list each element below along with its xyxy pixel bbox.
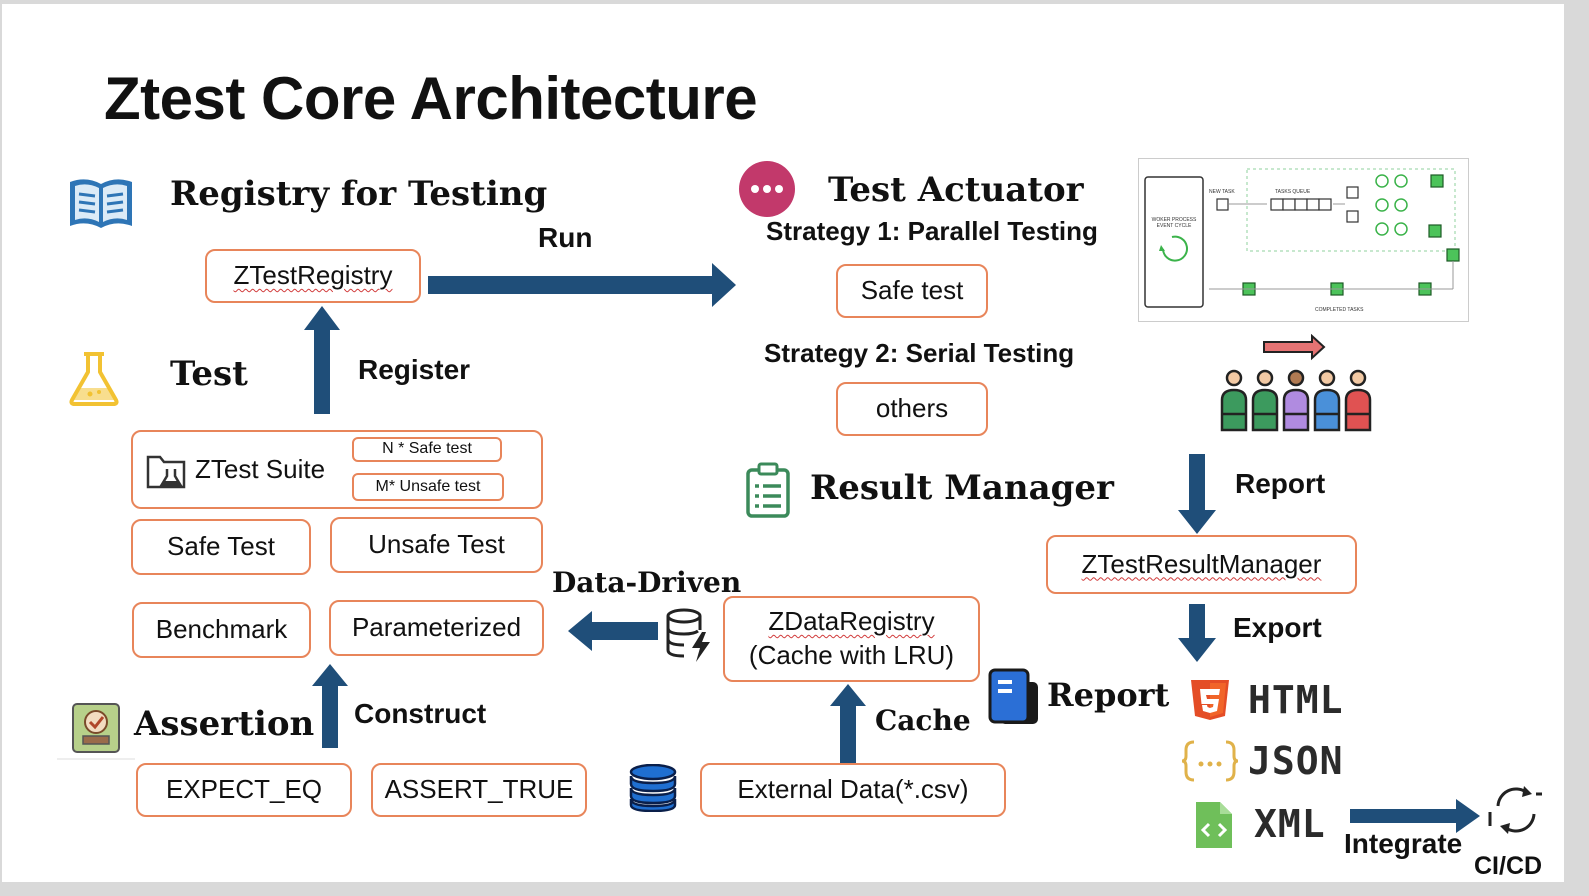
register-arrow [304,306,340,414]
report-down-arrow [1178,454,1216,534]
flask-icon [69,352,119,406]
report-document-icon [988,668,1038,724]
data-driven-arrow [568,611,658,651]
construct-label: Construct [354,698,487,729]
result-section-title: Result Manager [810,468,1114,508]
safe-test-strategy-box: Safe test [836,264,988,318]
zdata-registry-box: ZDataRegistry (Cache with LRU) [723,596,980,682]
others-label: others [875,393,949,424]
unsafe-test-box: Unsafe Test [330,517,543,573]
registry-section-title: Registry for Testing [170,174,548,214]
unsafe-test-label: Unsafe Test [368,529,505,560]
database-bolt-icon [666,608,710,662]
folder-flask-icon [146,455,186,488]
data-driven-label: Data-Driven [552,566,742,599]
safe-test-box: Safe Test [131,519,311,575]
cache-arrow [830,684,866,764]
external-data-box: External Data(*.csv) [700,763,1006,817]
new-task-label: NEW TASK [1209,189,1235,195]
xml-format-label: XML [1254,802,1326,846]
json-format-label: JSON [1248,739,1344,783]
ztest-registry-label: ZTestRegistry [233,260,393,291]
run-arrow [428,263,736,307]
export-label: Export [1233,612,1322,643]
xml-file-icon [1196,802,1232,848]
worker-process-diagram: WOKER PROCESS EVENT CYCLE NEW TASK TASKS… [1138,158,1469,322]
json-braces-icon [1181,740,1239,782]
m-unsafe-test-box: M* Unsafe test [352,473,504,501]
cache-label: Cache [875,704,971,737]
team-icon [1220,334,1372,432]
m-unsafe-test-label: M* Unsafe test [375,477,481,495]
expect-eq-box: EXPECT_EQ [136,763,352,817]
n-safe-test-label: N * Safe test [382,440,472,458]
report-arrow-label: Report [1235,468,1326,499]
assertion-section-title: Assertion [134,704,315,744]
actuator-section-title: Test Actuator [828,170,1084,210]
register-label: Register [358,354,471,385]
assert-true-box: ASSERT_TRUE [371,763,587,817]
tasks-queue-label: TASKS QUEUE [1275,189,1311,195]
clipboard-icon [746,462,790,518]
others-box: others [836,382,988,436]
book-icon [70,179,132,228]
worker-process-graphic [1144,168,1460,308]
integrate-label: Integrate [1344,828,1463,859]
page-title: Ztest Core Architecture [104,65,758,132]
benchmark-box: Benchmark [132,602,311,658]
export-arrow [1178,604,1216,662]
html-format-label: HTML [1248,678,1344,722]
zdata-registry-label: ZDataRegistry [768,606,935,637]
zdata-registry-cache-label: (Cache with LRU) [748,640,955,670]
parameterized-box: Parameterized [329,600,544,656]
strategy-1-label: Strategy 1: Parallel Testing [766,216,1098,246]
integrate-arrow [1350,799,1480,833]
completed-tasks-label: COMPLETED TASKS [1315,307,1364,313]
test-section-title: Test [170,354,248,394]
html5-icon [1191,680,1229,720]
construct-arrow [312,664,348,748]
ztest-suite-label: ZTest Suite [195,453,326,484]
strategy-2-label: Strategy 2: Serial Testing [764,338,1075,368]
n-safe-test-box: N * Safe test [352,437,502,462]
ztest-result-manager-box: ZTestResultManager [1046,535,1357,594]
slide: Ztest Core Architecture Registry for Tes… [2,4,1564,882]
assertion-stamp-icon [57,696,135,760]
safe-test-strategy-label: Safe test [860,275,964,306]
run-label: Run [538,222,593,253]
benchmark-label: Benchmark [155,614,288,645]
expect-eq-label: EXPECT_EQ [165,774,323,805]
external-data-label: External Data(*.csv) [737,774,969,805]
worker-process-label: WOKER PROCESS EVENT CYCLE [1151,217,1197,229]
cicd-sync-icon [1488,786,1542,834]
assert-true-label: ASSERT_TRUE [384,774,574,805]
parameterized-label: Parameterized [351,612,522,643]
ellipsis-icon [739,161,795,217]
ztest-registry-box: ZTestRegistry [205,249,421,303]
cicd-label: CI/CD [1474,852,1543,880]
safe-test-label: Safe Test [167,531,275,562]
ztest-result-manager-label: ZTestResultManager [1081,548,1322,579]
report-label: Report [1047,676,1170,714]
database-stack-icon [629,764,677,812]
